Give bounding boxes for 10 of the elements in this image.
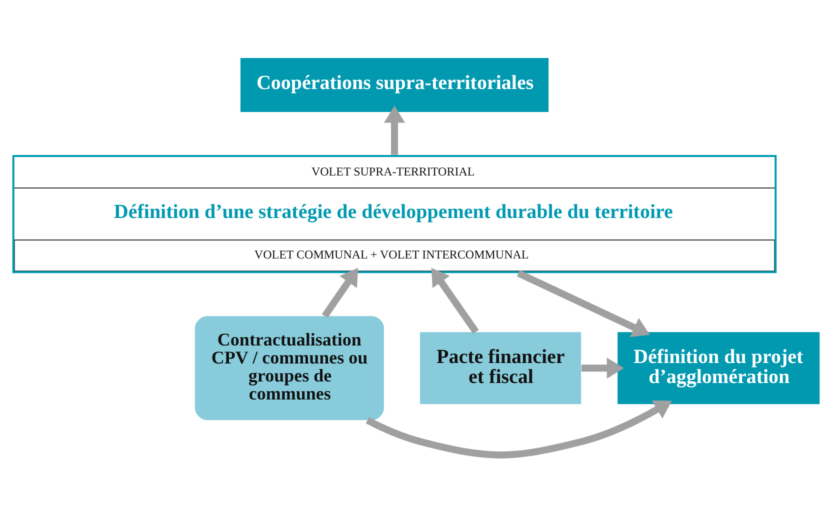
arrow: [384, 106, 406, 155]
arrow: [366, 400, 672, 458]
arrow: [431, 268, 479, 334]
node-box: Contractualisation CPV / communes ou groupes de communes: [194, 316, 384, 420]
arrow: [322, 268, 358, 318]
node-box: Pacte financier et fiscal: [420, 332, 582, 404]
node-box: Définition du projet d’agglomération: [618, 332, 820, 404]
arrow: [581, 358, 624, 379]
arrow: [516, 270, 650, 338]
node-box: Coopérations supra-territoriales: [240, 58, 549, 112]
